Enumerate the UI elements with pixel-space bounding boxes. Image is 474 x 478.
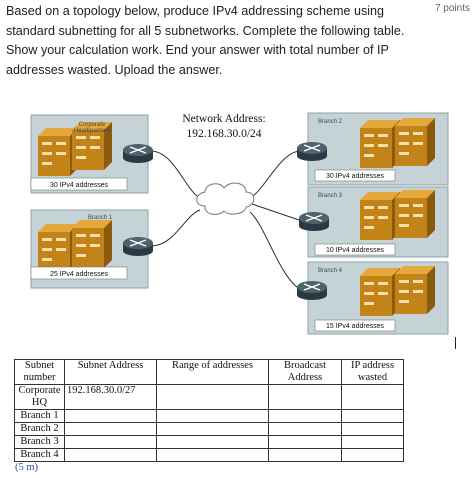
corporate-hq-address-count: 30 IPv4 addresses bbox=[50, 182, 108, 189]
corporate-hq-router-icon bbox=[122, 143, 154, 164]
table-row: Branch 2 bbox=[14, 422, 404, 436]
cell-address[interactable] bbox=[64, 422, 157, 436]
cell-range[interactable] bbox=[156, 422, 269, 436]
branch-1-router-icon bbox=[122, 236, 154, 257]
points-label: 7 points bbox=[434, 3, 470, 14]
branch-4-building-icon bbox=[360, 266, 435, 316]
cell-range[interactable] bbox=[156, 384, 269, 410]
branch-3-building-icon bbox=[360, 190, 435, 240]
cell-address[interactable] bbox=[64, 435, 157, 449]
header-subnet-address: Subnet Address bbox=[64, 359, 157, 385]
cell-address[interactable] bbox=[64, 448, 157, 462]
cell-wasted[interactable] bbox=[341, 409, 404, 423]
cell-wasted[interactable] bbox=[341, 435, 404, 449]
branch-2-router-icon bbox=[296, 141, 328, 162]
question-text: Based on a topology below, produce IPv4 … bbox=[6, 4, 405, 77]
cell-broadcast[interactable] bbox=[268, 422, 342, 436]
table-row: Branch 1 bbox=[14, 409, 404, 423]
branch-2-building-icon bbox=[360, 118, 435, 168]
internet-cloud-icon bbox=[196, 182, 255, 215]
branch-3-router-icon bbox=[298, 211, 330, 232]
cell-subnet: Branch 2 bbox=[14, 422, 65, 436]
marks-label: (5 m) bbox=[15, 462, 39, 473]
network-topology-diagram: Network Address: 192.168.30.0/24 Corpora… bbox=[30, 112, 449, 335]
cell-subnet: Branch 3 bbox=[14, 435, 65, 449]
cell-wasted[interactable] bbox=[341, 448, 404, 462]
branch-4-name: Branch 4 bbox=[318, 268, 343, 274]
branch-1-building-icon bbox=[38, 220, 112, 272]
cell-wasted[interactable] bbox=[341, 384, 404, 410]
table-row: Branch 3 bbox=[14, 435, 404, 449]
cell-broadcast[interactable] bbox=[268, 435, 342, 449]
cell-broadcast[interactable] bbox=[268, 409, 342, 423]
network-links bbox=[151, 150, 303, 290]
header-range: Range of addresses bbox=[156, 359, 269, 385]
cell-address[interactable] bbox=[64, 409, 157, 423]
cell-range[interactable] bbox=[156, 409, 269, 423]
cell-range[interactable] bbox=[156, 435, 269, 449]
branch-1-name: Branch 1 bbox=[88, 215, 113, 221]
corporate-hq-name: Corporate bbox=[79, 122, 106, 128]
cell-wasted[interactable] bbox=[341, 422, 404, 436]
table-row: Branch 4 bbox=[14, 448, 404, 462]
cell-range[interactable] bbox=[156, 448, 269, 462]
branch-4-address-count: 15 IPv4 addresses bbox=[326, 323, 384, 330]
cell-address[interactable]: 192.168.30.0/27 bbox=[64, 384, 157, 410]
branch-3-name: Branch 3 bbox=[318, 193, 343, 199]
cell-subnet: Branch 4 bbox=[14, 448, 65, 462]
branch-2-name: Branch 2 bbox=[318, 119, 343, 125]
text-cursor bbox=[455, 337, 456, 349]
cell-subnet: Branch 1 bbox=[14, 409, 65, 423]
corporate-hq-name-line2: Headquarters bbox=[74, 128, 110, 134]
branch-1-address-count: 25 IPv4 addresses bbox=[50, 271, 108, 278]
cell-broadcast[interactable] bbox=[268, 448, 342, 462]
network-address-value: 192.168.30.0/24 bbox=[186, 128, 261, 140]
cell-broadcast[interactable] bbox=[268, 384, 342, 410]
network-address-title: Network Address: bbox=[182, 113, 265, 125]
branch-2-address-count: 30 IPv4 addresses bbox=[326, 173, 384, 180]
branch-3-address-count: 10 IPv4 addresses bbox=[326, 247, 384, 254]
branch-4-router-icon bbox=[296, 280, 328, 301]
